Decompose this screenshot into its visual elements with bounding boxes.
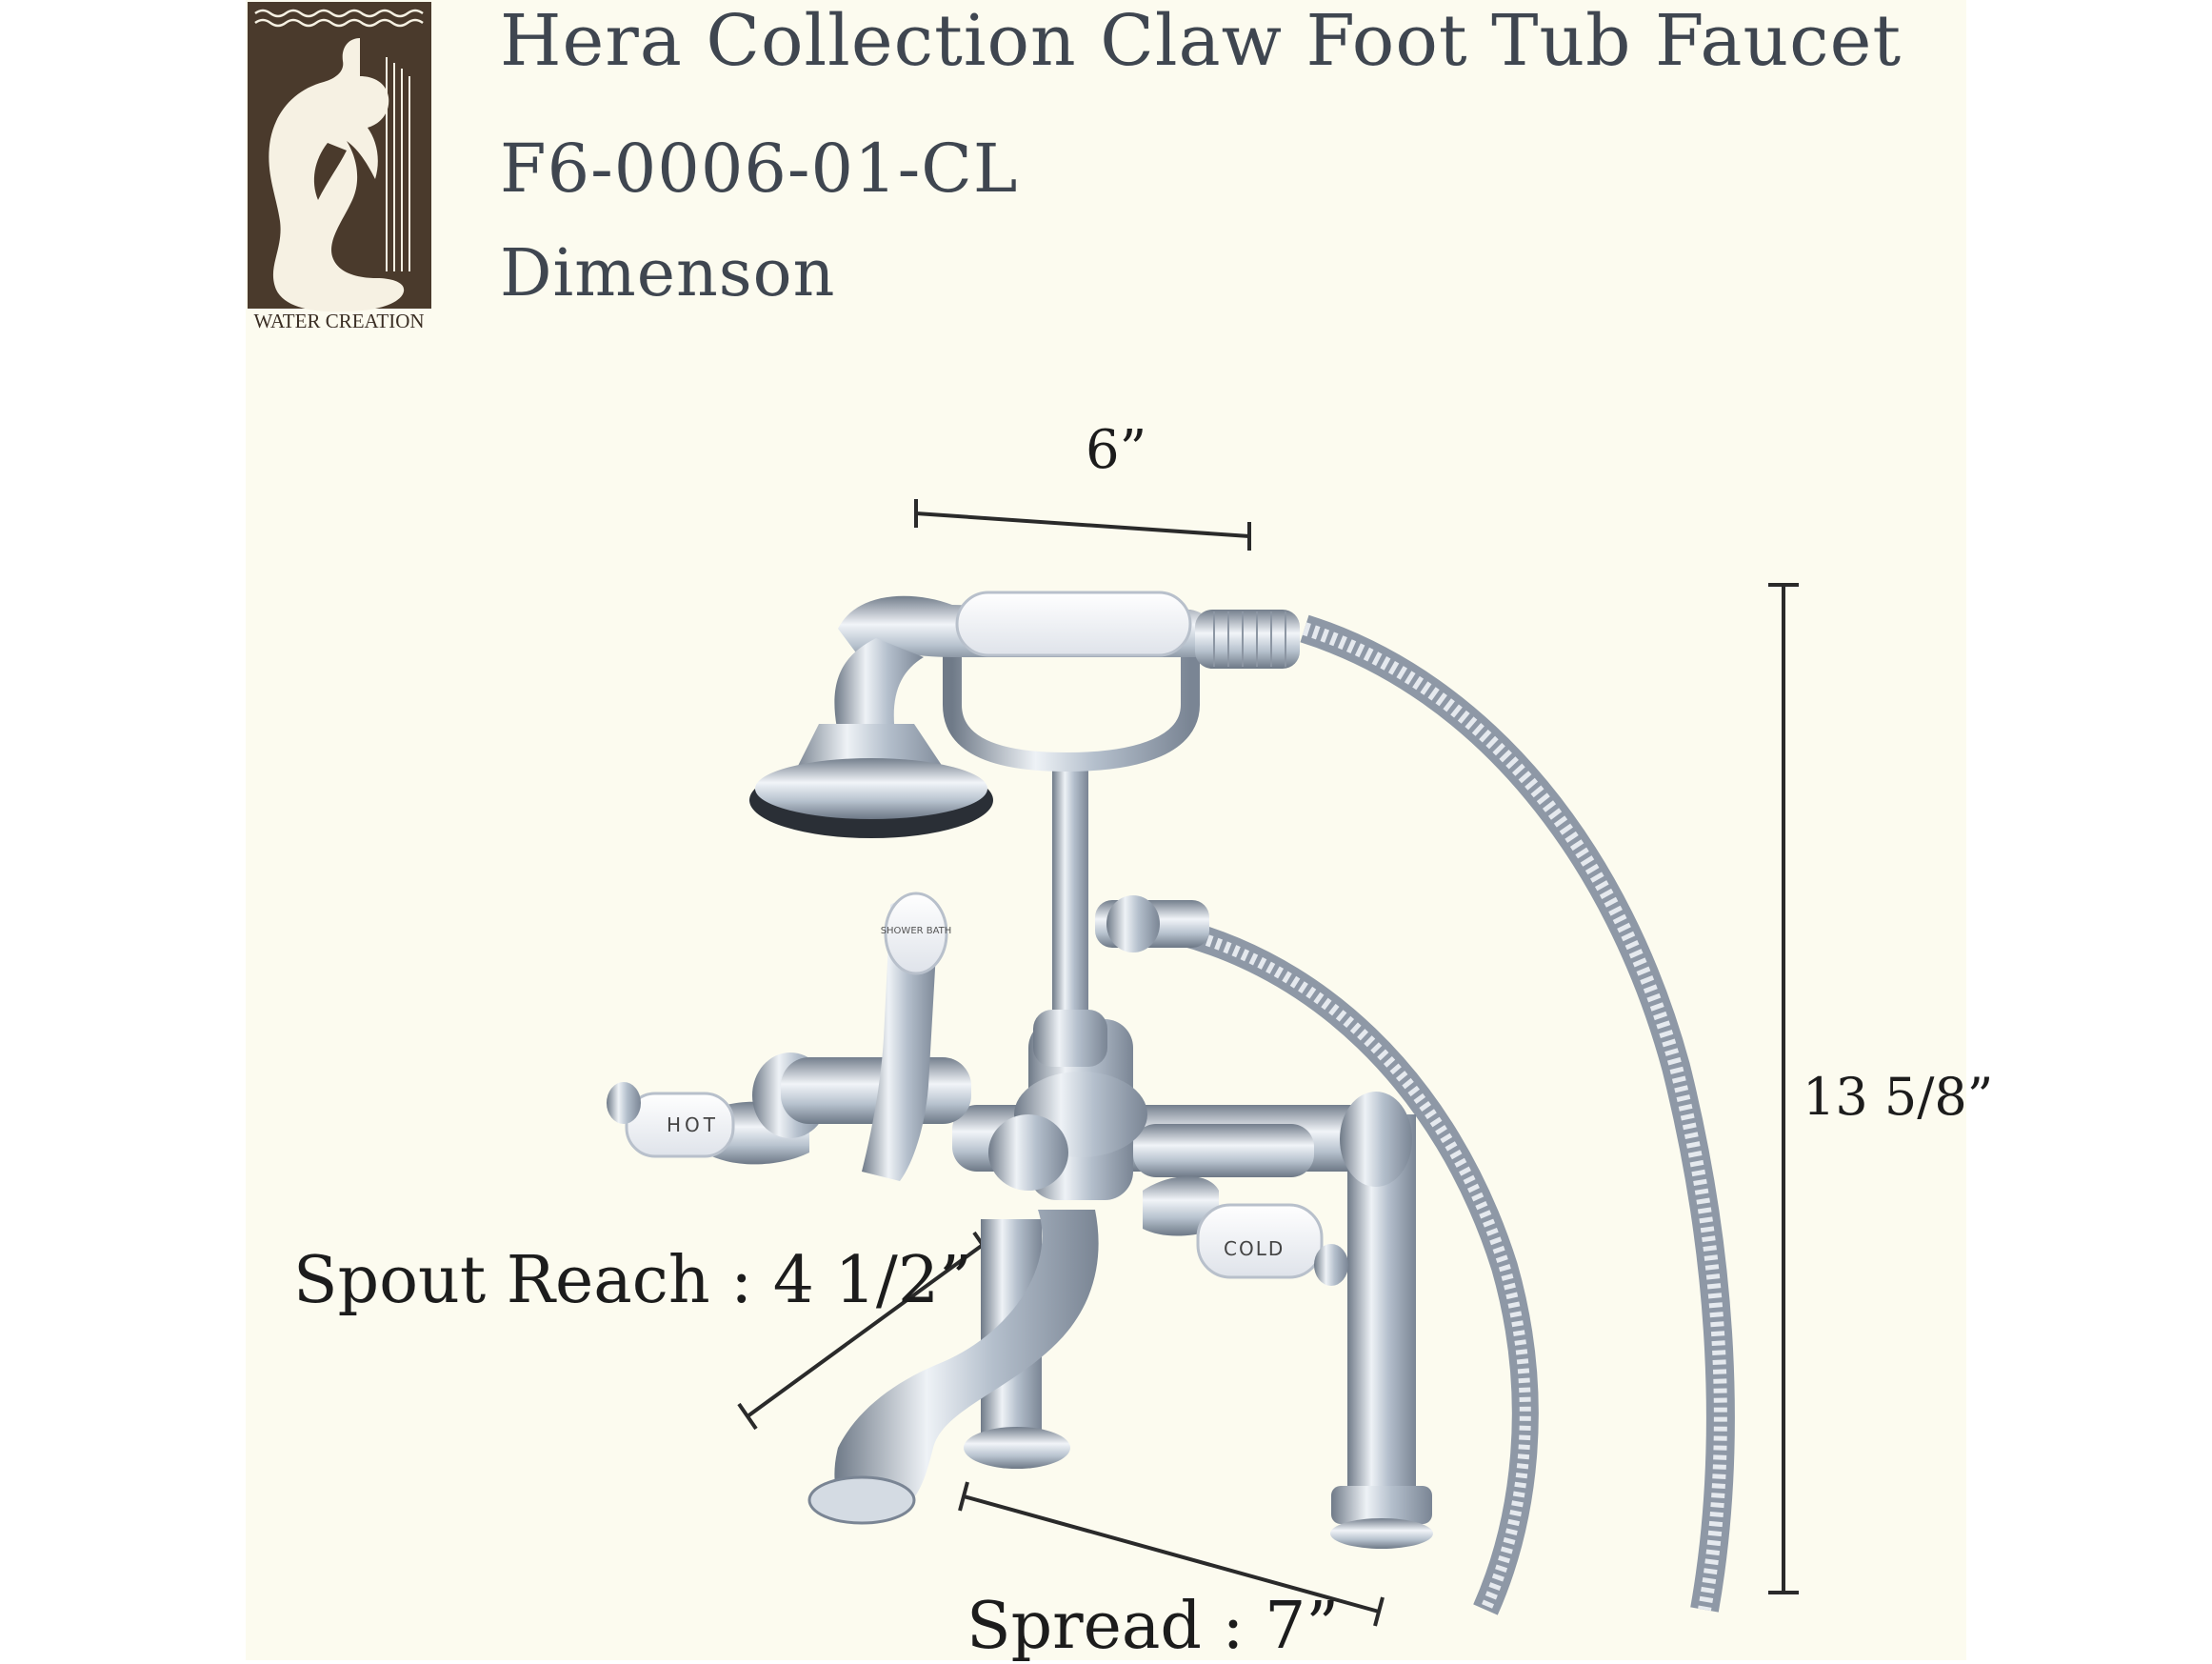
spout-reach-label: Spout Reach : 4 1/2” — [293, 1243, 972, 1318]
drawing-panel — [246, 0, 1966, 1660]
page-title: Hera Collection Claw Foot Tub Faucet — [500, 0, 1903, 82]
cold-handle — [1196, 1203, 1324, 1279]
hose — [1300, 614, 1735, 1613]
subheading: Dimenson — [500, 236, 836, 311]
right-flange — [1330, 1518, 1433, 1549]
handshower-cradle — [943, 610, 1200, 772]
logo-wave — [254, 18, 424, 28]
dimension-lines — [737, 499, 1799, 1627]
spout — [834, 1210, 1099, 1520]
hot-handle — [625, 1092, 735, 1158]
hot-label: HOT — [667, 1113, 719, 1136]
spread-label: Spread : 7” — [967, 1589, 1340, 1664]
logo-harp — [386, 57, 410, 271]
height-label: 13 5/8” — [1803, 1067, 1994, 1127]
logo-wave — [254, 9, 424, 18]
logo-figure — [269, 38, 405, 312]
dimension-line-height — [1768, 583, 1799, 1594]
cradle-pipe — [1052, 762, 1088, 1038]
handshower-grip — [955, 591, 1192, 657]
dimension-line-spread — [958, 1481, 1385, 1627]
water-creation-logo: WATER CREATION — [248, 2, 431, 332]
cold-label: COLD — [1224, 1237, 1285, 1260]
handshower-width-label: 6” — [1086, 419, 1147, 481]
dimension-line-width — [914, 499, 1251, 551]
diverter-label: SHOWER BATH — [881, 926, 952, 936]
logo-brand-text: WATER CREATION — [253, 310, 424, 332]
left-flange — [964, 1427, 1070, 1469]
handshower-coupling — [1195, 610, 1300, 669]
model-number: F6-0006-01-CL — [500, 130, 1019, 208]
